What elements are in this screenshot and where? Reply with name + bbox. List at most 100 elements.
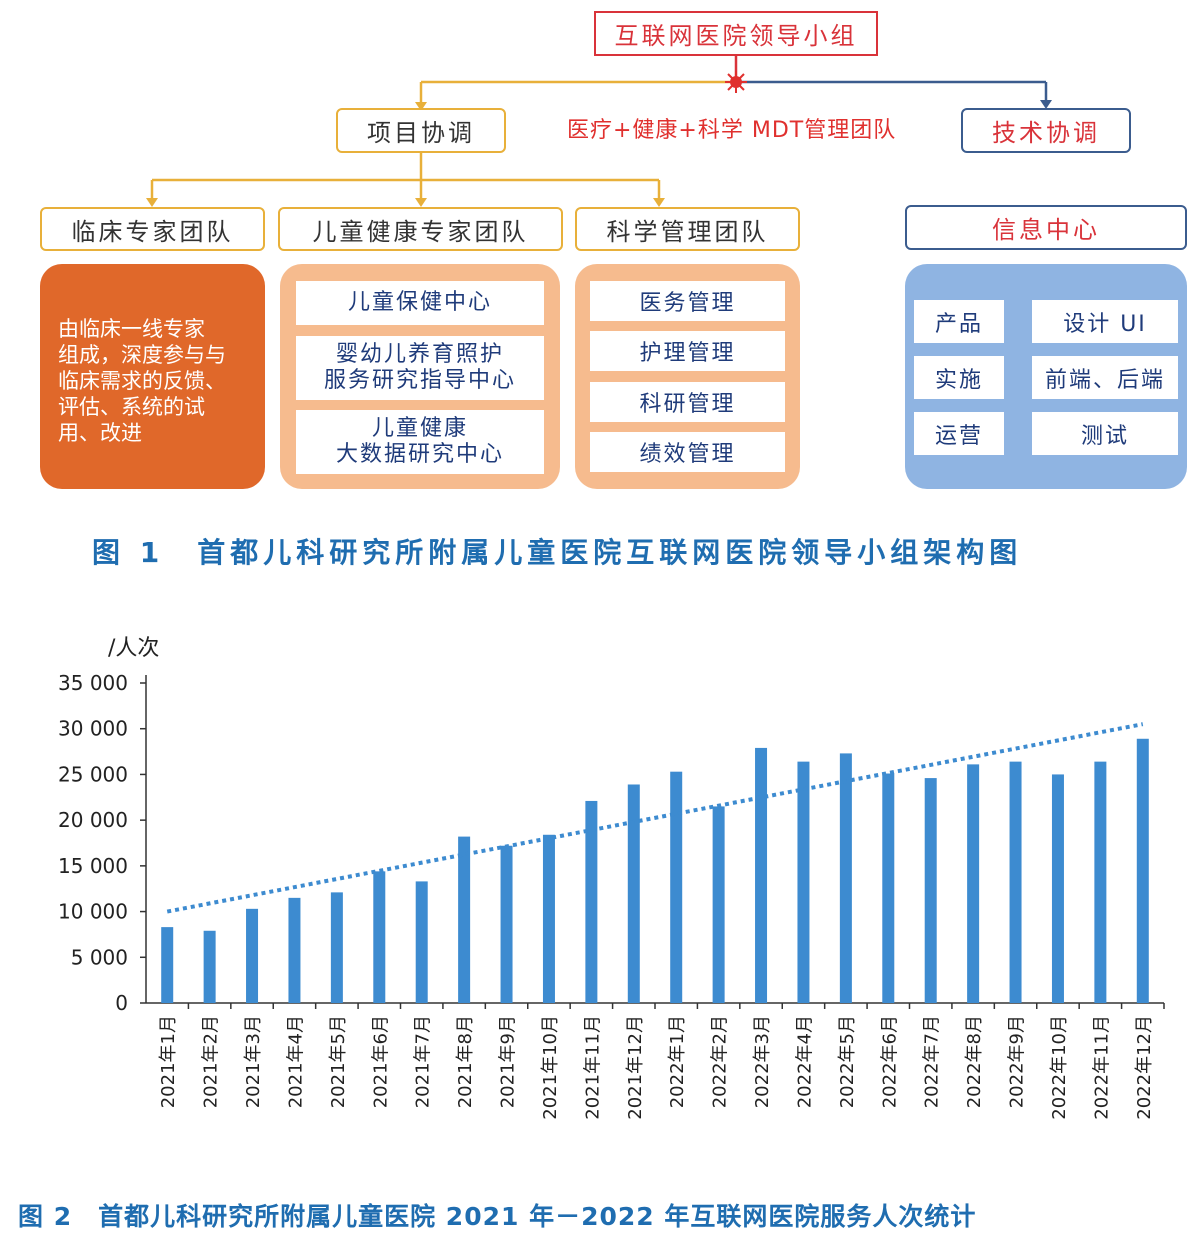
bar [330,892,343,1003]
x-tick-label: 2021年12月 [625,1015,646,1120]
starburst-icon [725,71,747,93]
info-item-label: 产品 [934,311,983,337]
x-tick-label: 2022年3月 [752,1015,773,1108]
bar [246,908,259,1003]
clinical-team-box: 临床专家团队 [40,207,265,251]
x-tick-label: 2021年5月 [328,1015,349,1108]
x-tick-label: 2022年2月 [710,1015,731,1108]
trendline [166,722,1144,914]
y-tick-label: 25 000 [58,762,128,786]
bar [839,753,852,1003]
x-tick-label: 2022年11月 [1091,1015,1112,1120]
child-health-team-box: 儿童健康专家团队 [278,207,563,251]
bar [755,747,768,1003]
bar [585,800,598,1003]
project-coord-box: 项目协调 [336,108,506,153]
info-item: 运营 [914,412,1004,455]
child-health-item-label: 大数据研究中心 [335,442,504,467]
y-tick-label: 20 000 [58,808,128,832]
x-tick-label: 2021年2月 [201,1015,222,1108]
leader-group-box: 互联网医院领导小组 [594,11,878,56]
bar [1009,761,1022,1003]
figure1-caption: 图 1 首都儿科研究所附属儿童医院互联网医院领导小组架构图 [92,536,1023,569]
x-tick-label: 2022年6月 [879,1015,900,1108]
bar [288,897,301,1003]
bar [797,761,810,1003]
tech-coord-box: 技术协调 [961,108,1131,153]
y-tick-label: 35 000 [58,671,128,695]
science-item: 护理管理 [590,331,785,371]
x-tick-label: 2021年9月 [498,1015,519,1108]
child-health-item-label: 服务研究指导中心 [323,368,516,393]
science-team-box: 科学管理团队 [575,207,800,251]
info-item-label: 运营 [934,423,983,449]
info-item: 产品 [914,300,1004,343]
info-center-box: 信息中心 [905,205,1187,250]
x-tick-label: 2022年4月 [794,1015,815,1108]
x-tick-label: 2021年7月 [413,1015,434,1108]
clinical-desc-line: 评估、系统的试 [58,395,205,419]
y-tick-label: 15 000 [58,854,128,878]
science-item-label: 医务管理 [639,291,736,316]
child-health-item-label: 儿童健康 [371,416,468,441]
info-item-label: 实施 [934,367,983,393]
info-item-label: 测试 [1080,423,1129,449]
tech-coord-label: 技术协调 [992,119,1100,147]
clinical-desc-line: 组成，深度参与与 [58,343,226,367]
bar [373,871,386,1003]
mdt-team-label: 医疗+健康+科学 MDT管理团队 [567,118,897,143]
x-tick-label: 2021年6月 [370,1015,391,1108]
x-tick-label: 2021年1月 [158,1015,179,1108]
x-tick-label: 2022年1月 [667,1015,688,1108]
x-tick-label: 2022年7月 [922,1015,943,1108]
bar [627,784,640,1003]
child-health-item: 儿童保健中心 [296,281,544,325]
x-tick-label: 2022年5月 [837,1015,858,1108]
x-tick-label: 2022年9月 [1007,1015,1028,1108]
info-item-label: 前端、后端 [1044,367,1165,393]
bar [542,834,555,1003]
bar [967,764,980,1003]
clinical-desc-line: 由临床一线专家 [58,317,205,341]
y-tick-label: 10 000 [58,900,128,924]
bar [924,778,937,1003]
bar [458,836,471,1003]
science-item-label: 绩效管理 [639,442,736,467]
science-item-label: 护理管理 [639,341,736,366]
child-health-team-label: 儿童健康专家团队 [312,217,529,246]
x-tick-label: 2021年11月 [582,1015,603,1120]
y-tick-label: 5 000 [71,945,128,969]
leader-group-label: 互联网医院领导小组 [614,22,858,50]
y-tick-label: 0 [115,991,128,1015]
child-health-item-label: 婴幼儿养育照护 [335,342,504,367]
bar [415,881,428,1003]
info-item: 前端、后端 [1032,356,1178,399]
clinical-desc-line: 临床需求的反馈、 [58,369,226,393]
info-center-label: 信息中心 [992,216,1100,244]
child-health-item: 婴幼儿养育照护 服务研究指导中心 [296,336,544,400]
x-tick-label: 2021年8月 [455,1015,476,1108]
x-tick-label: 2021年3月 [243,1015,264,1108]
bar [161,927,174,1003]
bar [203,930,216,1003]
org-chart: 互联网医院领导小组 医疗+健康+科学 MDT管理团队 项目协调 技术协调 临床专… [0,0,1200,580]
science-item: 医务管理 [590,281,785,321]
x-tick-label: 2021年10月 [540,1015,561,1120]
science-team-label: 科学管理团队 [606,217,769,246]
x-tick-label: 2021年4月 [285,1015,306,1108]
bar [1136,738,1149,1003]
bar [670,771,683,1003]
info-item: 设计 UI [1032,300,1178,343]
bar [1094,761,1107,1003]
x-tick-label: 2022年8月 [964,1015,985,1108]
bar [500,845,513,1003]
science-item: 科研管理 [590,382,785,422]
info-item-label: 设计 UI [1063,311,1147,337]
bar [1051,774,1064,1003]
clinical-team-label: 临床专家团队 [71,217,234,246]
clinical-desc-panel: 由临床一线专家 组成，深度参与与 临床需求的反馈、 评估、系统的试 用、改进 [40,264,265,489]
y-axis-label: /人次 [108,636,159,661]
science-item: 绩效管理 [590,432,785,472]
info-item: 测试 [1032,412,1178,455]
